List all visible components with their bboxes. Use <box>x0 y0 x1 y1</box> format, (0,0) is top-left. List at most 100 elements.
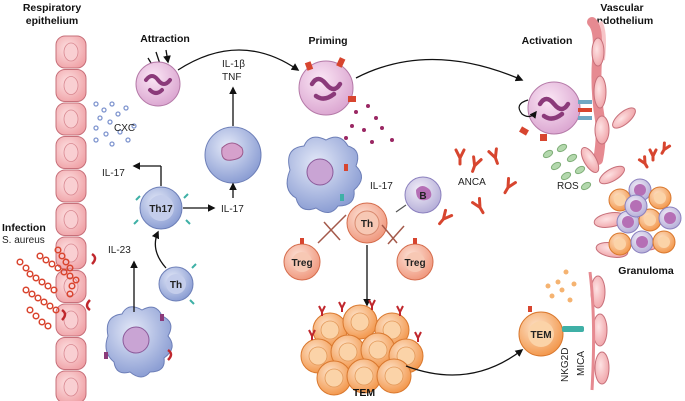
epithelial-cell <box>55 337 87 370</box>
tem-cluster <box>300 299 424 396</box>
bacterium <box>60 268 68 276</box>
staph-aureus-bacteria <box>16 246 80 330</box>
infection-label: Infection <box>2 222 46 234</box>
bacterium <box>46 302 54 310</box>
epithelial-cell <box>55 69 87 102</box>
arrow-th-to-th17 <box>151 230 167 269</box>
bacterium <box>26 306 34 314</box>
tem-cell <box>518 306 584 357</box>
tem-receptor <box>338 301 346 312</box>
bacterium <box>62 258 70 266</box>
primed-neutrophil <box>298 57 356 116</box>
bacterium <box>52 306 60 314</box>
epithelial-cell <box>55 169 87 203</box>
treg-cell-right <box>396 238 434 281</box>
vascular-endothelium <box>580 17 659 391</box>
activation-label: Activation <box>522 35 573 47</box>
respiratory-epithelium-label-line1: Respiratory <box>23 2 82 14</box>
granuloma-cell <box>624 194 648 218</box>
bacterium <box>58 252 66 260</box>
monocyte <box>204 126 262 184</box>
s-aureus-label: S. aureus <box>2 235 45 246</box>
treg-inhibition-marks <box>317 214 405 245</box>
treg-left-label: Treg <box>291 258 312 269</box>
granuloma-label: Granuloma <box>618 265 674 277</box>
mica-label: MICA <box>576 351 587 376</box>
cxc-chemokine-dots <box>93 101 137 147</box>
th-cell-center <box>346 202 388 244</box>
th-lower-label: Th <box>170 280 182 291</box>
granuloma-cell <box>638 208 662 232</box>
link-th-to-b <box>395 204 407 213</box>
bacterium <box>48 260 56 268</box>
vascular-endothelium-label-line1: Vascular <box>600 2 643 14</box>
il1b-label: IL-1β <box>222 59 245 70</box>
bacterium <box>54 264 62 272</box>
granuloma-cell <box>648 186 672 210</box>
tem-cluster-label: TEM <box>353 387 375 399</box>
respiratory-epithelium-label-line2: epithelium <box>26 15 79 27</box>
tem-receptor <box>414 331 422 342</box>
il17-left-label: IL-17 <box>102 168 125 179</box>
il23-label: IL-23 <box>108 245 131 256</box>
bacterium <box>26 270 34 278</box>
treg-cell-left <box>283 238 321 281</box>
granuloma-cell <box>658 206 682 230</box>
bacterium <box>66 290 74 298</box>
antibody-hooks <box>61 252 173 361</box>
bacterium <box>32 312 40 320</box>
tem-receptor <box>318 305 326 316</box>
il17-center-label: IL-17 <box>370 181 393 192</box>
activated-neutrophil <box>518 81 592 141</box>
attraction-label: Attraction <box>140 33 190 45</box>
bacterium <box>42 256 50 264</box>
th17-cell <box>133 186 191 230</box>
tem-receptor <box>368 299 376 310</box>
bacterium <box>44 322 52 330</box>
b-cell <box>404 176 442 214</box>
epithelial-cell <box>55 303 87 337</box>
tem-receptor <box>308 329 316 340</box>
th17-label: Th17 <box>149 204 173 215</box>
bacterium <box>72 276 80 284</box>
bacterium <box>32 274 40 282</box>
bacterium <box>38 278 46 286</box>
granule-dots <box>344 104 394 144</box>
th-cell-lower <box>158 263 197 305</box>
tem-cluster-cell <box>360 332 396 368</box>
bacterium <box>22 286 30 294</box>
tnf-label: TNF <box>222 72 241 83</box>
tem-receptor <box>396 305 404 316</box>
tem-cluster-cell <box>376 358 412 394</box>
epithelial-cell <box>55 35 87 69</box>
granuloma-cell <box>652 230 676 254</box>
respiratory-epithelium <box>55 35 87 401</box>
b-cell-label: B <box>419 191 426 202</box>
priming-label: Priming <box>308 35 347 47</box>
epithelial-cell <box>55 136 87 169</box>
th-center-label: Th <box>361 219 373 230</box>
bacterium <box>50 286 58 294</box>
attracted-neutrophil <box>135 49 181 107</box>
arrow-attraction-to-priming <box>177 49 300 71</box>
tem-cell-label: TEM <box>530 330 551 341</box>
tem-cluster-cell <box>346 358 382 394</box>
arrow-tem-cluster-to-tem-cell <box>405 349 524 376</box>
bacterium <box>40 298 48 306</box>
epithelial-cell <box>55 370 87 401</box>
treg-right-label: Treg <box>404 258 425 269</box>
cxc-label: CXC <box>114 123 135 134</box>
vascular-endothelium-label-line2: endothelium <box>591 15 653 27</box>
epithelial-cell <box>55 203 87 236</box>
bacterium <box>66 272 74 280</box>
dendritic-cell-center <box>286 136 362 213</box>
granuloma-cell <box>630 230 654 254</box>
tem-secretion-dots <box>545 269 577 303</box>
tem-cluster-cell <box>342 304 378 340</box>
nkg2d-label: NKG2D <box>560 348 571 382</box>
bacterium <box>22 264 30 272</box>
anca-label: ANCA <box>458 177 486 188</box>
bacterium <box>38 318 46 326</box>
bacterium <box>34 294 42 302</box>
